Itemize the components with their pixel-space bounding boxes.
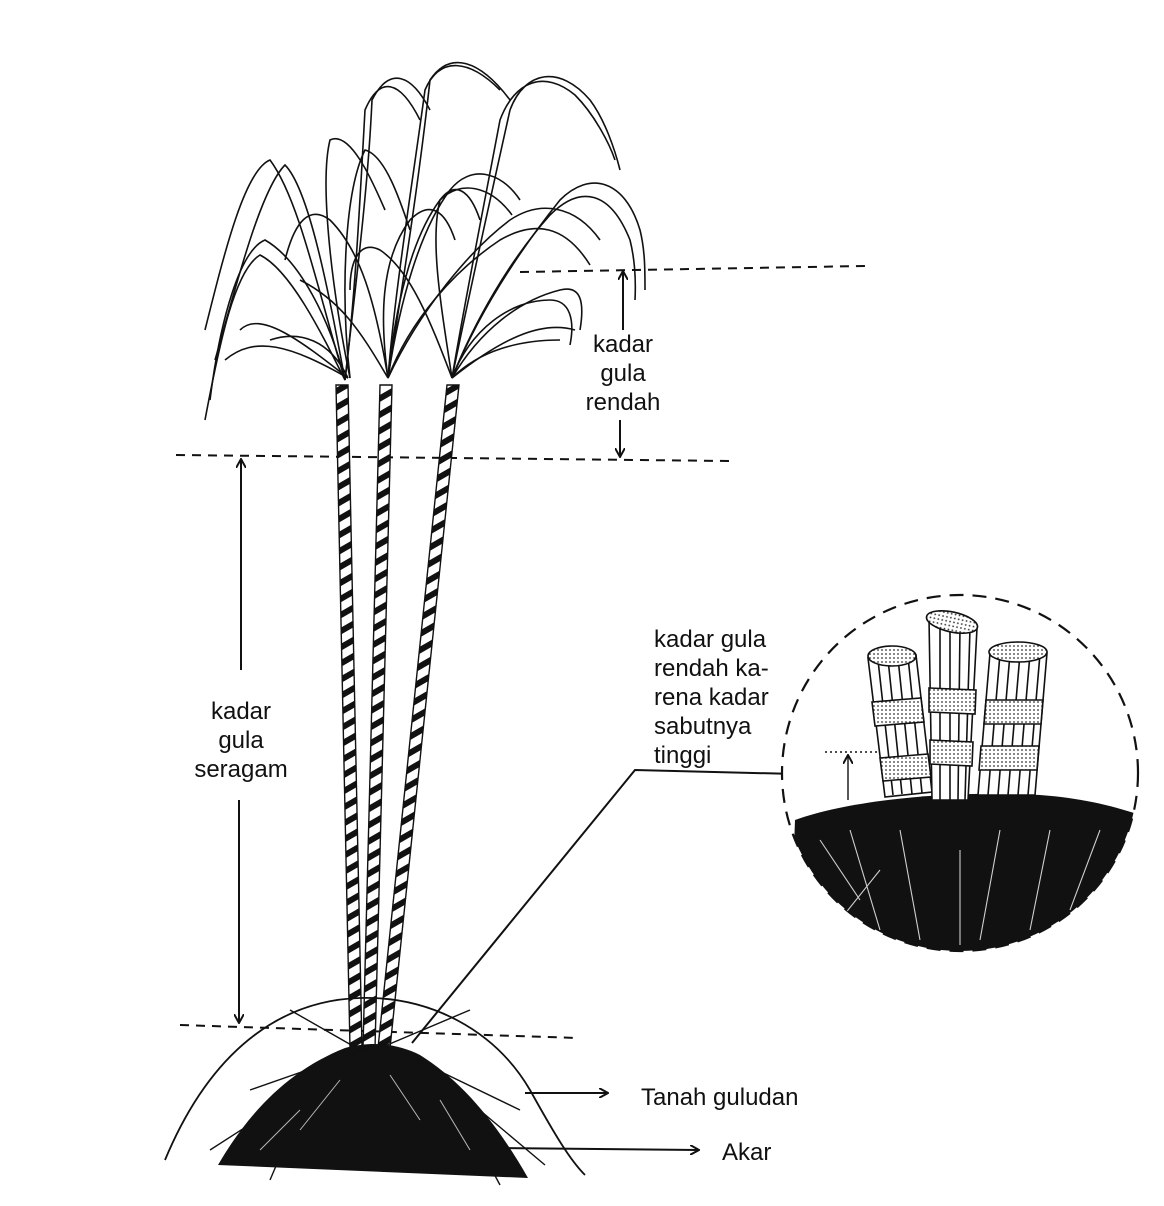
label-inset-note-line: tinggi [654, 742, 712, 769]
label-mound: Tanah guludan [641, 1084, 799, 1111]
leaf-canopy [204, 61, 646, 421]
label-middle-zone-line: seragam [194, 756, 288, 783]
label-inset-note-line: sabutnya [654, 713, 752, 740]
cut-cane-center [925, 610, 979, 801]
label-top-zone-line: kadar [592, 331, 654, 358]
cut-cane-left [867, 645, 933, 798]
label-roots: Akar [722, 1139, 772, 1166]
label-middle-zone: kadar gula seragam [185, 697, 297, 784]
root-mass [209, 1009, 546, 1186]
inset-detail [780, 593, 1140, 953]
soil-mound [164, 997, 586, 1176]
arrows [239, 272, 835, 1150]
label-inset-note-line: rena kadar [654, 684, 769, 711]
label-inset-note-line: rendah ka- [654, 655, 769, 682]
level-lines [175, 265, 866, 1039]
label-middle-zone-line: kadar [210, 698, 272, 725]
inset-pointer-line [411, 768, 835, 1044]
ground-level-line [179, 1024, 579, 1039]
cane-stalk [335, 384, 363, 1049]
label-middle-zone-line: gula [218, 727, 264, 754]
cut-cane-right [977, 641, 1048, 796]
label-top-zone: kadar gula rendah [574, 330, 672, 417]
label-inset-note: kadar gula rendah ka- rena kadar sabutny… [654, 625, 814, 770]
cane-stalks [335, 384, 460, 1049]
label-top-zone-line: gula [600, 360, 646, 387]
label-inset-note-line: kadar gula [654, 626, 767, 653]
label-top-zone-line: rendah [585, 389, 661, 416]
arrow-roots [499, 1148, 698, 1150]
upper-level-line [175, 454, 731, 462]
top-level-line [519, 265, 866, 273]
